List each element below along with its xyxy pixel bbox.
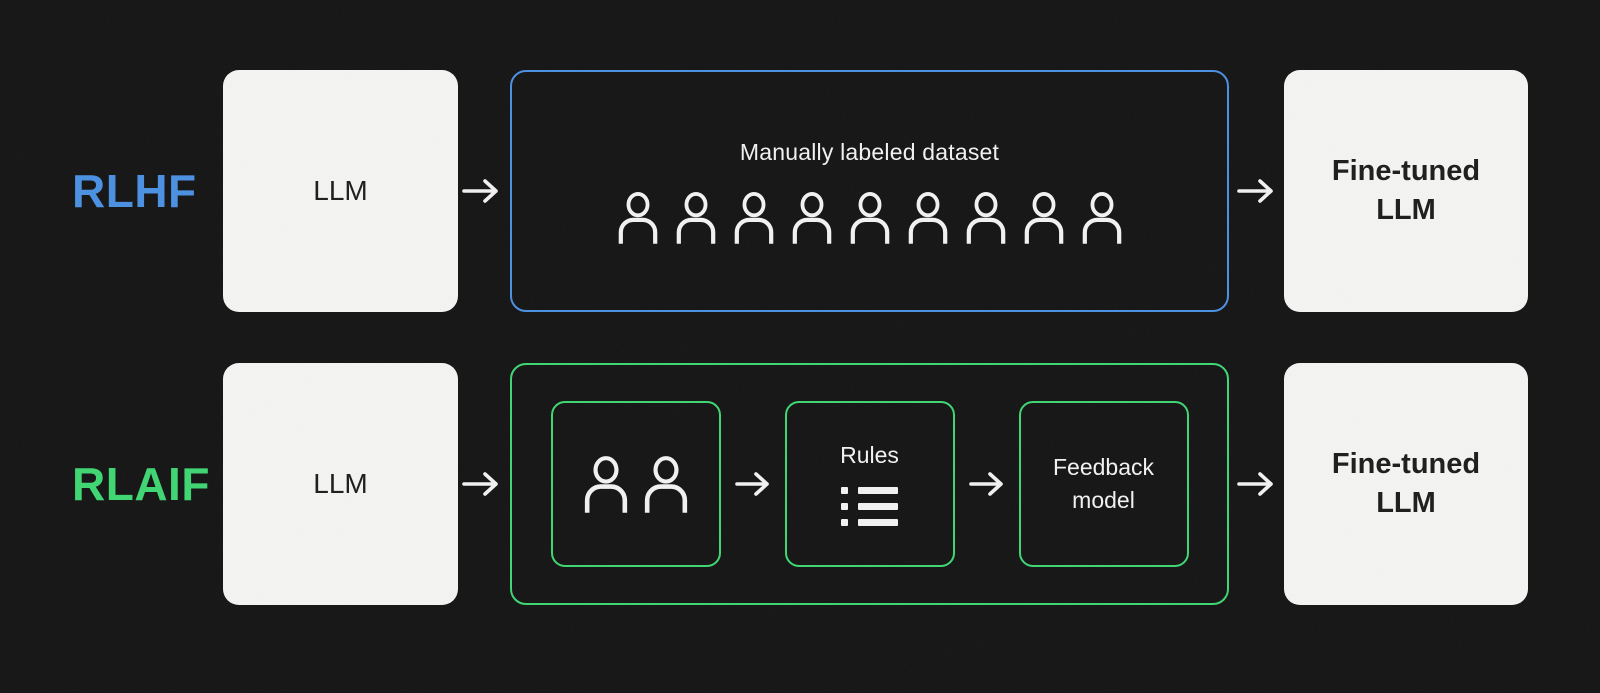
person-icon (583, 455, 629, 513)
rlaif-finetuned-llm-label: Fine-tuned LLM (1331, 447, 1481, 519)
person-icon (965, 192, 1007, 244)
person-icon (907, 192, 949, 244)
person-icon (849, 192, 891, 244)
rules-title: Rules (840, 442, 899, 468)
rlhf-finetuned-llm-label: Fine-tuned LLM (1331, 154, 1481, 226)
dataset-title: Manually labeled dataset (739, 139, 1000, 165)
rlhf-finetuned-llm-box: Fine-tuned LLM (1284, 70, 1528, 312)
person-icon (1023, 192, 1065, 244)
bulleted-list-icon (841, 487, 898, 526)
arrow-right-icon (1237, 472, 1273, 496)
arrow-right-icon (462, 179, 498, 203)
rlhf-row-label: RLHF (72, 165, 197, 217)
rules-box: Rules (784, 401, 955, 567)
person-icon (1081, 192, 1123, 244)
arrow-right-icon (462, 472, 498, 496)
person-icon (791, 192, 833, 244)
rlhf-llm-box: LLM (223, 70, 458, 312)
ai-feedback-container: Rules Feedback model (510, 363, 1229, 605)
person-icon (617, 192, 659, 244)
person-icon (675, 192, 717, 244)
ai-labelers-box (550, 401, 721, 567)
rlaif-finetuned-llm-box: Fine-tuned LLM (1284, 363, 1528, 605)
feedback-model-box: Feedback model (1018, 401, 1189, 567)
rlaif-llm-box: LLM (223, 363, 458, 605)
arrow-right-icon (734, 472, 769, 496)
rlaif-row-label: RLAIF (72, 458, 210, 510)
person-icon (733, 192, 775, 244)
arrow-right-icon (968, 472, 1003, 496)
manually-labeled-dataset-container: Manually labeled dataset (510, 70, 1229, 312)
rlhf-llm-label: LLM (313, 175, 368, 206)
arrow-right-icon (1237, 179, 1273, 203)
person-icon (643, 455, 689, 513)
human-annotators-row (617, 192, 1123, 244)
feedback-model-label: Feedback model (1052, 453, 1154, 513)
ai-labelers-icons (583, 455, 689, 513)
rlaif-llm-label: LLM (313, 468, 368, 499)
